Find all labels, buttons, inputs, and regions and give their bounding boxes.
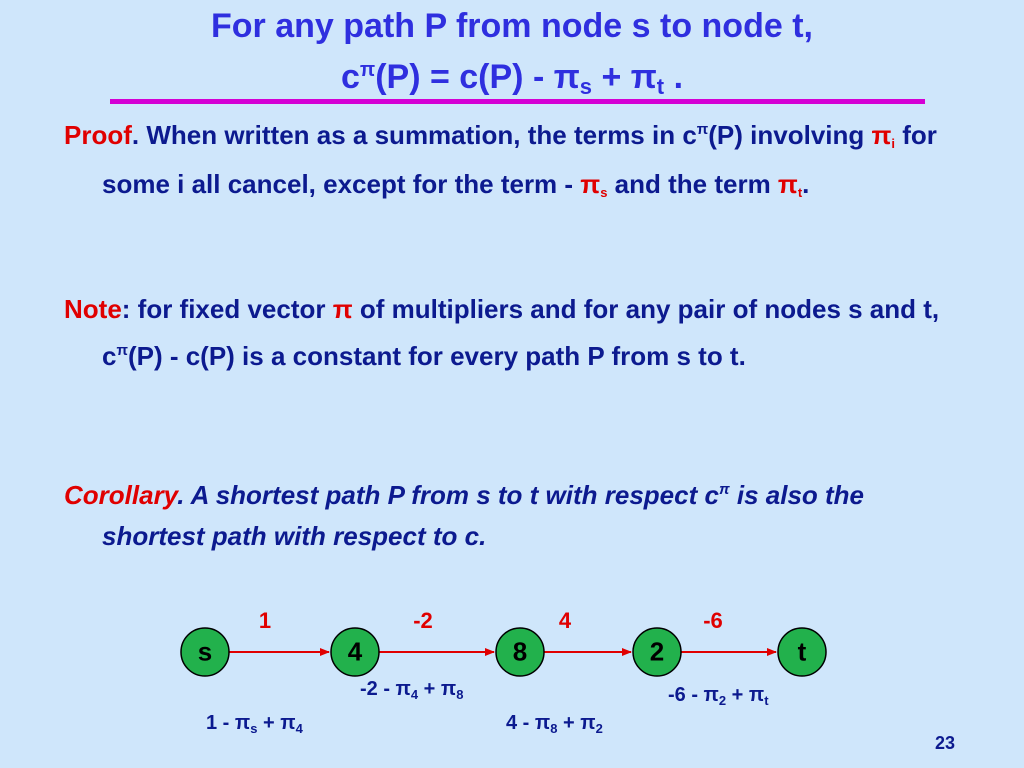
corollary-paragraph: Corollary. A shortest path P from s to t… — [64, 469, 942, 557]
proof-text-1: . When written as a summation, the terms… — [131, 120, 697, 150]
reduced-cost-4: -6 - π2 + πt — [668, 684, 769, 708]
edge-cost-1: 1 — [258, 608, 272, 633]
corollary-text-1: . A shortest path P from s to t with res… — [177, 480, 719, 510]
reduced-cost-2: -2 - π4 + π8 — [360, 678, 464, 702]
note-paragraph: Note: for fixed vector π of multipliers … — [64, 289, 942, 377]
graph-node-4 — [330, 627, 380, 677]
title-pi-superscript: π — [359, 59, 376, 81]
graph-node-t — [777, 627, 827, 677]
title-c: c — [340, 58, 360, 96]
graph-node-8 — [495, 627, 545, 677]
title-sub-s: s — [579, 74, 593, 99]
graph-node-label-s: s — [197, 636, 213, 667]
slide-title-line-2: cπ(P) = c(P) - πs + πt . — [0, 50, 1024, 107]
graph-node-label-t: t — [797, 636, 807, 667]
graph-node-s — [180, 627, 230, 677]
proof-label: Proof — [64, 120, 132, 150]
proof-paragraph: Proof. When written as a summation, the … — [64, 109, 942, 213]
corollary-label: Corollary — [64, 480, 178, 510]
proof-text-5: . — [802, 169, 810, 199]
title-end: . — [664, 58, 684, 96]
proof-text-4: and the term — [607, 169, 778, 199]
proof-pi: π — [871, 120, 892, 150]
title-plus: + π — [592, 58, 657, 96]
reduced-cost-1: 1 - πs + π4 — [206, 712, 303, 736]
proof-sub-i: i — [891, 136, 896, 151]
proof-sub-s: s — [600, 185, 608, 200]
slide-title-line-1: For any path P from node s to node t, — [211, 7, 813, 45]
note-label: Note — [64, 294, 122, 324]
proof-pi-sup: π — [696, 121, 709, 138]
title-sub-t: t — [656, 74, 665, 99]
title-mid: (P) = c(P) - π — [375, 58, 580, 96]
note-text-3: (P) - c(P) is a constant for every path … — [127, 341, 746, 371]
corollary-text-2: is also the shortest path with respect t… — [102, 480, 865, 551]
title-divider — [110, 99, 925, 104]
page-number: 23 — [935, 733, 956, 753]
edge-cost-4: -6 — [703, 608, 723, 633]
reduced-cost-3: 4 - π8 + π2 — [506, 712, 603, 736]
graph-node-label-4: 4 — [347, 636, 363, 667]
note-text-1: : for fixed vector — [121, 294, 333, 324]
proof-text-3: for some i all cancel, except for the te… — [102, 120, 937, 199]
proof-sub-t: t — [797, 185, 803, 200]
proof-text-2: (P) involving — [708, 120, 872, 150]
graph-node-label-2: 2 — [649, 636, 665, 667]
corollary-pi-sup: π — [718, 481, 730, 498]
graph-node-2 — [632, 627, 682, 677]
proof-pi-t: π — [777, 169, 798, 199]
graph-node-label-8: 8 — [512, 636, 528, 667]
edge-cost-3: 4 — [558, 608, 572, 633]
note-pi-sup: π — [116, 342, 128, 359]
note-text-2: of multipliers and for any pair of nodes… — [102, 294, 940, 371]
proof-pi-s: π — [580, 169, 601, 199]
note-pi: π — [332, 294, 353, 324]
edge-cost-2: -2 — [413, 608, 433, 633]
